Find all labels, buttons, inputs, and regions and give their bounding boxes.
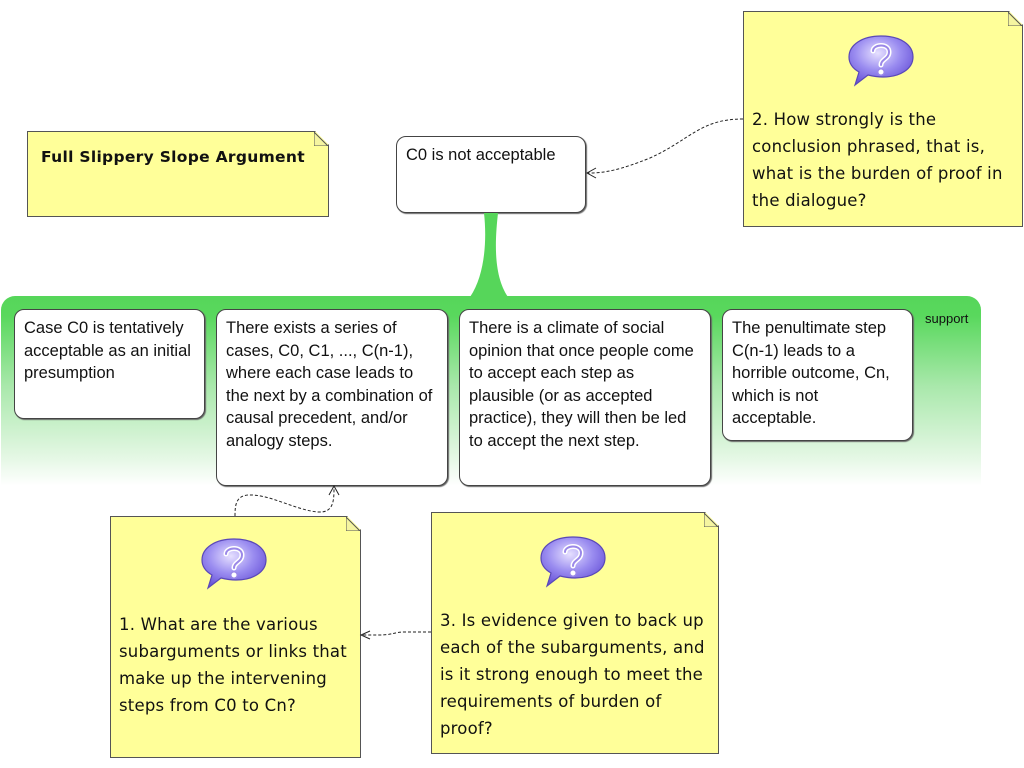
question-link-3 <box>362 631 431 636</box>
question-bubble-icon <box>537 533 609 589</box>
conclusion-box[interactable]: C0 is not acceptable <box>396 136 586 213</box>
critical-question-note-1[interactable]: 1. What are the various subarguments or … <box>110 516 361 758</box>
critical-question-note-3[interactable]: 3. Is evidence given to back up each of … <box>431 512 719 754</box>
note-fold <box>704 513 718 527</box>
arrowhead-icon <box>585 167 597 179</box>
note-fold <box>346 517 360 531</box>
support-label: support <box>925 311 969 326</box>
premise-box-4[interactable]: The penultimate step C(n-1) leads to a h… <box>722 309 913 441</box>
question-bubble-icon <box>198 535 270 591</box>
note-fold <box>1008 12 1022 26</box>
critical-question-text: 3. Is evidence given to back up each of … <box>440 611 705 738</box>
premise-box-1[interactable]: Case C0 is tentatively acceptable as an … <box>14 309 205 419</box>
note-fold <box>314 132 328 146</box>
support-link <box>470 213 508 297</box>
arrowhead-icon <box>328 484 340 496</box>
premise-box-3[interactable]: There is a climate of social opinion tha… <box>459 309 711 486</box>
arrowhead-icon <box>359 630 371 640</box>
conclusion-text: C0 is not acceptable <box>406 146 556 164</box>
premise-text: The penultimate step C(n-1) leads to a h… <box>732 319 890 427</box>
question-link-2 <box>587 118 744 174</box>
critical-question-text: 1. What are the various subarguments or … <box>119 615 347 715</box>
premise-text: Case C0 is tentatively acceptable as an … <box>24 319 191 382</box>
question-bubble-icon <box>845 32 917 88</box>
premise-box-2[interactable]: There exists a series of cases, C0, C1, … <box>216 309 448 486</box>
diagram-title: Full Slippery Slope Argument <box>41 148 305 166</box>
critical-question-note-2[interactable]: 2. How strongly is the conclusion phrase… <box>743 11 1023 227</box>
critical-question-text: 2. How strongly is the conclusion phrase… <box>752 110 1003 210</box>
title-note[interactable]: Full Slippery Slope Argument <box>27 131 329 217</box>
premise-text: There is a climate of social opinion tha… <box>469 319 694 450</box>
premise-text: There exists a series of cases, C0, C1, … <box>226 319 433 450</box>
question-link-1 <box>234 486 335 517</box>
